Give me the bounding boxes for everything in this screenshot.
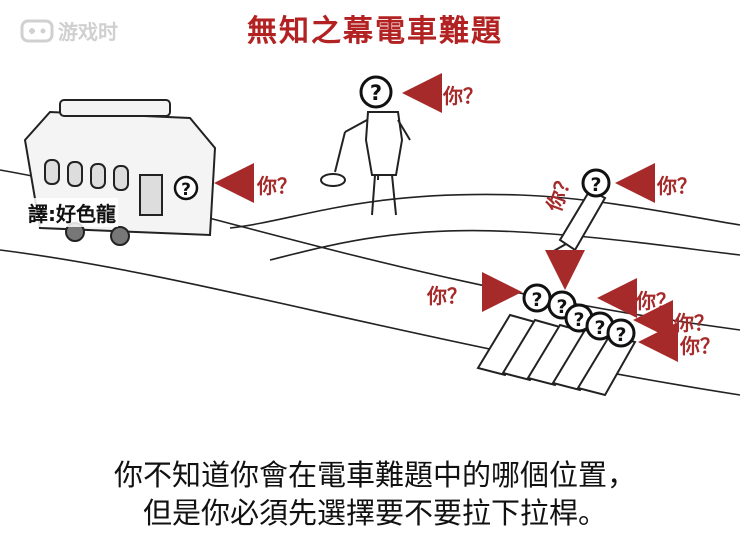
you-label-group-left: 你？ xyxy=(427,284,467,308)
arrows xyxy=(214,73,678,362)
question-icon-trolley: ? xyxy=(173,175,199,201)
you-label-group-3: 你？ xyxy=(680,334,720,358)
you-label-group-1: 你？ xyxy=(636,289,676,313)
svg-text:?: ? xyxy=(573,309,584,331)
gamepad-logo-icon xyxy=(20,19,54,42)
you-label-group-2: 你？ xyxy=(674,311,714,335)
svg-text:?: ? xyxy=(594,317,605,339)
you-label-branch: 你？ xyxy=(657,174,697,198)
question-icon-branch: ? xyxy=(581,168,611,198)
question-icon-group: ? ? ? ? ? xyxy=(522,283,636,348)
you-label-trolley: 你？ xyxy=(257,174,297,198)
svg-text:?: ? xyxy=(531,289,542,311)
svg-text:?: ? xyxy=(370,81,382,105)
svg-text:?: ? xyxy=(615,324,626,346)
caption-line-1: 你不知道你會在電車難題中的哪個位置， xyxy=(113,458,636,492)
translator-credit: 譯:好色龍 xyxy=(26,198,118,227)
lever-man xyxy=(320,111,411,216)
caption-line-2: 但是你必須先選擇要不要拉下拉桿。 xyxy=(142,496,607,530)
watermark: 游戏时 xyxy=(20,16,118,45)
page-title: 無知之幕電車難題 xyxy=(247,14,503,49)
watermark-text: 游戏时 xyxy=(58,20,118,44)
svg-text:?: ? xyxy=(590,174,601,196)
you-label-lever-man: 你？ xyxy=(443,84,483,108)
svg-text:?: ? xyxy=(181,180,191,200)
question-icon-lever-man: ? xyxy=(359,75,393,109)
svg-text:?: ? xyxy=(556,296,567,318)
